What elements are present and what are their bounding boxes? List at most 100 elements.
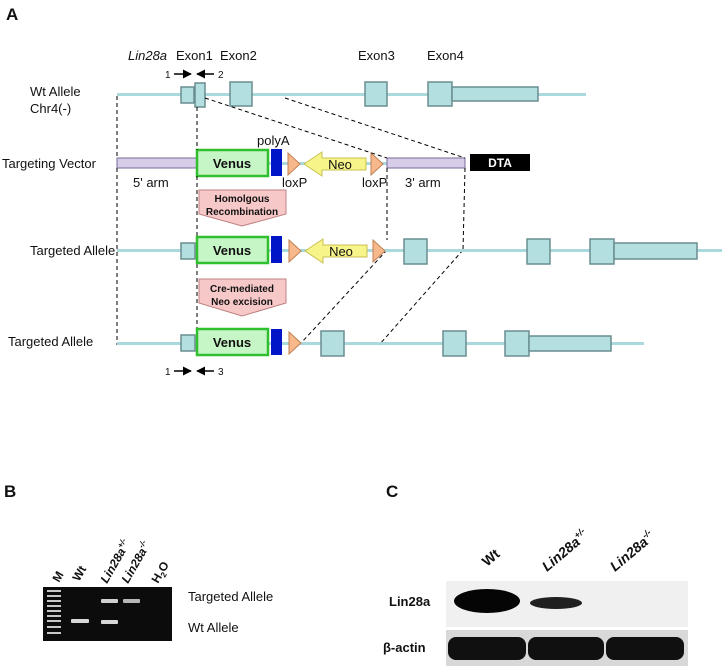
gel-band-targeted-lane-ko bbox=[123, 599, 140, 603]
wb-band-actin-ko bbox=[606, 637, 684, 660]
hr-arrow-shape bbox=[198, 189, 287, 227]
arm-5-box bbox=[116, 157, 198, 169]
exon1a-box-targeted-2 bbox=[180, 334, 196, 352]
gel-band-label-wt: Wt Allele bbox=[188, 620, 239, 635]
panel-label-b: B bbox=[4, 482, 16, 501]
exon2-box-wt bbox=[229, 81, 253, 107]
neo-label-vector: Neo bbox=[328, 157, 352, 172]
exon4-label: Exon4 bbox=[427, 48, 464, 63]
chromosome-line-wt bbox=[117, 93, 586, 96]
alignment-dashes bbox=[116, 96, 466, 346]
exon1a-box-targeted-1 bbox=[180, 242, 196, 260]
gel-background bbox=[43, 587, 172, 641]
chromosome-line-targeted-2 bbox=[117, 342, 644, 345]
western-blot-lin28a bbox=[446, 581, 688, 627]
wb-band-lin28a-het bbox=[530, 597, 582, 609]
exon3-box-targeted-1 bbox=[526, 238, 551, 265]
panel-label-c: C bbox=[386, 482, 398, 501]
venus-label-vector: Venus bbox=[213, 156, 251, 171]
exon3-box-wt bbox=[364, 81, 388, 107]
polyA-label: polyA bbox=[257, 133, 290, 148]
western-blot-actin bbox=[446, 630, 688, 666]
venus-box-targeted-2 bbox=[195, 327, 270, 357]
cre-label-2: Neo excision bbox=[211, 297, 273, 308]
exon4-box-targeted-1 bbox=[589, 238, 615, 265]
row-label-targeted-2: Targeted Allele bbox=[8, 334, 93, 349]
gel-lane-label-h2o: H2O bbox=[148, 559, 173, 586]
cre-arrow-shape bbox=[198, 278, 287, 317]
loxp-1-vector bbox=[287, 151, 301, 177]
dta-label: DTA bbox=[488, 156, 512, 170]
dash-vec-arm3 bbox=[462, 167, 466, 251]
dash-wt-exon2 bbox=[204, 97, 388, 159]
venus-box-vector bbox=[195, 148, 270, 178]
venus-label-targeted-1: Venus bbox=[213, 243, 251, 258]
arm-5-label: 5' arm bbox=[133, 175, 169, 190]
hr-label-1: Homolgous bbox=[215, 194, 270, 205]
dash-wt-exon3 bbox=[284, 97, 466, 159]
exon1-label: Exon1 bbox=[176, 48, 213, 63]
wb-band-lin28a-wt bbox=[454, 589, 520, 613]
wb-lane-label-het: Lin28a+/- bbox=[538, 526, 591, 574]
arm-3-box bbox=[386, 157, 466, 169]
wb-band-actin-het bbox=[528, 637, 604, 660]
primer-pair-top: 1 2 bbox=[165, 69, 224, 81]
neo-arrow-targeted-1 bbox=[304, 238, 368, 264]
gel-band-label-targeted: Targeted Allele bbox=[188, 589, 273, 604]
loxp-2-vector bbox=[370, 151, 384, 177]
loxp-2-targeted-1 bbox=[372, 238, 386, 264]
wb-lane-label-wt: Wt bbox=[479, 545, 503, 569]
venus-box-targeted-1 bbox=[195, 235, 270, 265]
wb-lane-label-ko: Lin28a-/- bbox=[606, 527, 657, 574]
loxp-1-label: loxP bbox=[282, 175, 307, 190]
exon2-label: Exon2 bbox=[220, 48, 257, 63]
dash-tgt-loxp bbox=[301, 249, 388, 343]
marker-ladder bbox=[47, 590, 61, 634]
wb-row-label-actin: β-actin bbox=[383, 640, 426, 655]
loxp-2-label: loxP bbox=[362, 175, 387, 190]
gel-lane-label-m: M bbox=[49, 569, 66, 585]
gene-name-label: Lin28a bbox=[128, 48, 167, 63]
primer-2-label: 2 bbox=[218, 70, 224, 81]
agarose-gel-image bbox=[43, 587, 172, 641]
wb-row-label-lin28a: Lin28a bbox=[389, 594, 431, 609]
gel-band-wt-lane-het bbox=[101, 620, 118, 624]
gel-band-wt-lane-wt bbox=[71, 619, 89, 623]
dta-box bbox=[470, 154, 530, 171]
wb-band-actin-wt bbox=[448, 637, 526, 660]
neo-label-targeted-1: Neo bbox=[329, 244, 353, 259]
row-label-targeted-1: Targeted Allele bbox=[30, 243, 115, 258]
venus-label-targeted-2: Venus bbox=[213, 335, 251, 350]
exon4-box-wt bbox=[427, 81, 453, 107]
hr-label-2: Recombination bbox=[206, 207, 278, 218]
exon4-box-targeted-2 bbox=[504, 330, 530, 357]
exon3-box-targeted-2 bbox=[442, 330, 467, 357]
cre-excision-step: Cre-mediated Neo excision bbox=[198, 278, 287, 317]
row-label-chr: Chr4(-) bbox=[30, 101, 71, 116]
loxp-1-targeted-1 bbox=[288, 238, 302, 264]
exon4-utr-wt bbox=[451, 86, 539, 102]
row-label-wt: Wt Allele bbox=[30, 84, 81, 99]
neo-arrow-vector bbox=[303, 151, 367, 177]
exon1b-box-wt bbox=[194, 82, 206, 108]
primer-1-label: 1 bbox=[165, 70, 171, 81]
polyA-box-vector bbox=[271, 149, 282, 176]
exon2-box-targeted-1 bbox=[403, 238, 428, 265]
homologous-recombination-step: Homolgous Recombination bbox=[198, 189, 287, 227]
cre-label-1: Cre-mediated bbox=[210, 284, 274, 295]
gel-band-targeted-lane-het bbox=[101, 599, 118, 603]
panel-label-a: A bbox=[6, 5, 18, 24]
polyA-box-targeted-2 bbox=[271, 329, 282, 355]
dash-tgt-exon bbox=[378, 249, 464, 346]
exon2-box-targeted-2 bbox=[320, 330, 345, 357]
gel-lane-label-wt: Wt bbox=[69, 563, 89, 583]
polyA-box-targeted-1 bbox=[271, 236, 282, 263]
exon1a-box-wt bbox=[180, 86, 195, 104]
row-label-vector: Targeting Vector bbox=[2, 156, 97, 171]
loxp-targeted-2 bbox=[288, 330, 302, 356]
primer-1b-label: 1 bbox=[165, 367, 171, 378]
arm-3-label: 3' arm bbox=[405, 175, 441, 190]
exon3-label: Exon3 bbox=[358, 48, 395, 63]
exon4-utr-targeted-2 bbox=[528, 335, 612, 352]
